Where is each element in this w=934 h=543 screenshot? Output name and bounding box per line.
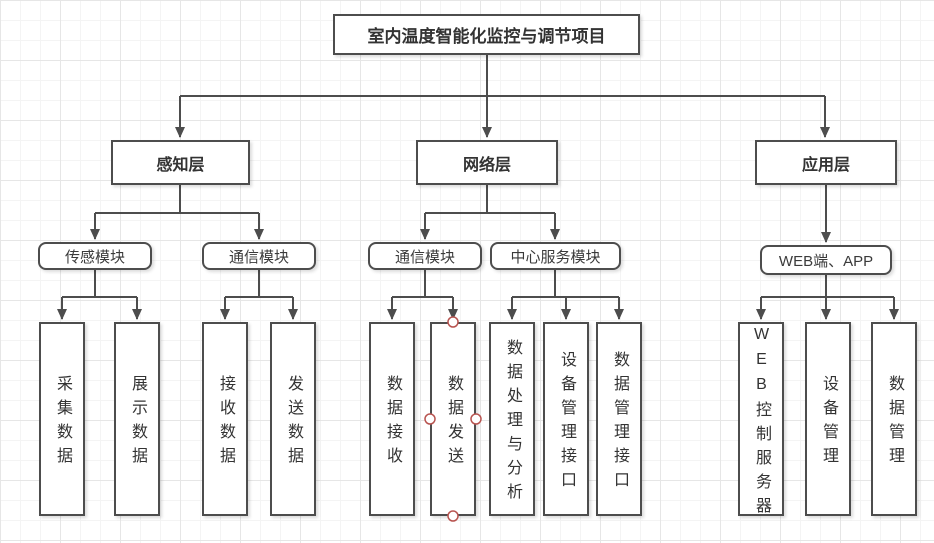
node-leaf-data-management-interface[interactable]: 数据管理接口 xyxy=(596,322,642,516)
selection-handle-left[interactable] xyxy=(424,413,436,425)
node-leaf-data-processing-analysis[interactable]: 数据处理与分析 xyxy=(489,322,535,516)
module-label: 中心服务模块 xyxy=(510,248,601,266)
node-leaf-data-management[interactable]: 数据管理 xyxy=(871,322,917,516)
leaf-label: 展示数据 xyxy=(129,375,146,471)
node-root-project[interactable]: 室内温度智能化监控与调节项目 xyxy=(333,14,640,55)
node-leaf-display-data[interactable]: 展示数据 xyxy=(114,322,160,516)
node-communication-module-2[interactable]: 通信模块 xyxy=(368,242,482,270)
node-perception-layer[interactable]: 感知层 xyxy=(111,140,250,185)
leaf-label: WEB控制服务器 xyxy=(753,325,770,521)
leaf-label: 设备管理接口 xyxy=(558,351,575,495)
module-label: 通信模块 xyxy=(394,248,455,266)
leaf-label: 数据管理接口 xyxy=(611,351,628,495)
module-label: 传感模块 xyxy=(64,248,125,266)
module-label: WEB端、APP xyxy=(778,252,874,270)
node-leaf-device-management-interface[interactable]: 设备管理接口 xyxy=(543,322,589,516)
node-leaf-device-management[interactable]: 设备管理 xyxy=(805,322,851,516)
root-label: 室内温度智能化监控与调节项目 xyxy=(367,27,606,46)
leaf-label: 数据接收 xyxy=(384,375,401,471)
node-application-layer[interactable]: 应用层 xyxy=(755,140,897,185)
selection-handle-top[interactable] xyxy=(447,316,459,328)
node-leaf-data-receive[interactable]: 数据接收 xyxy=(369,322,415,516)
node-leaf-receive-data[interactable]: 接收数据 xyxy=(202,322,248,516)
leaf-label: 数据发送 xyxy=(445,375,462,471)
leaf-label: 数据管理 xyxy=(886,375,903,471)
leaf-label: 设备管理 xyxy=(820,375,837,471)
leaf-label: 接收数据 xyxy=(217,375,234,471)
layer-label: 感知层 xyxy=(156,156,205,174)
node-central-service-module[interactable]: 中心服务模块 xyxy=(490,242,621,270)
node-sensor-module[interactable]: 传感模块 xyxy=(38,242,152,270)
leaf-label: 数据处理与分析 xyxy=(504,339,521,507)
node-leaf-web-control-server[interactable]: WEB控制服务器 xyxy=(738,322,784,521)
leaf-label: 发送数据 xyxy=(285,375,302,471)
layer-label: 网络层 xyxy=(462,156,511,174)
node-leaf-collect-data[interactable]: 采集数据 xyxy=(39,322,85,516)
selection-handle-bottom[interactable] xyxy=(447,510,459,522)
node-network-layer[interactable]: 网络层 xyxy=(416,140,558,185)
node-leaf-send-data[interactable]: 发送数据 xyxy=(270,322,316,516)
leaf-label: 采集数据 xyxy=(54,375,71,471)
node-communication-module-1[interactable]: 通信模块 xyxy=(202,242,316,270)
selection-handle-right[interactable] xyxy=(470,413,482,425)
layer-label: 应用层 xyxy=(801,156,850,174)
node-web-app-terminal[interactable]: WEB端、APP xyxy=(760,245,892,275)
module-label: 通信模块 xyxy=(228,248,289,266)
